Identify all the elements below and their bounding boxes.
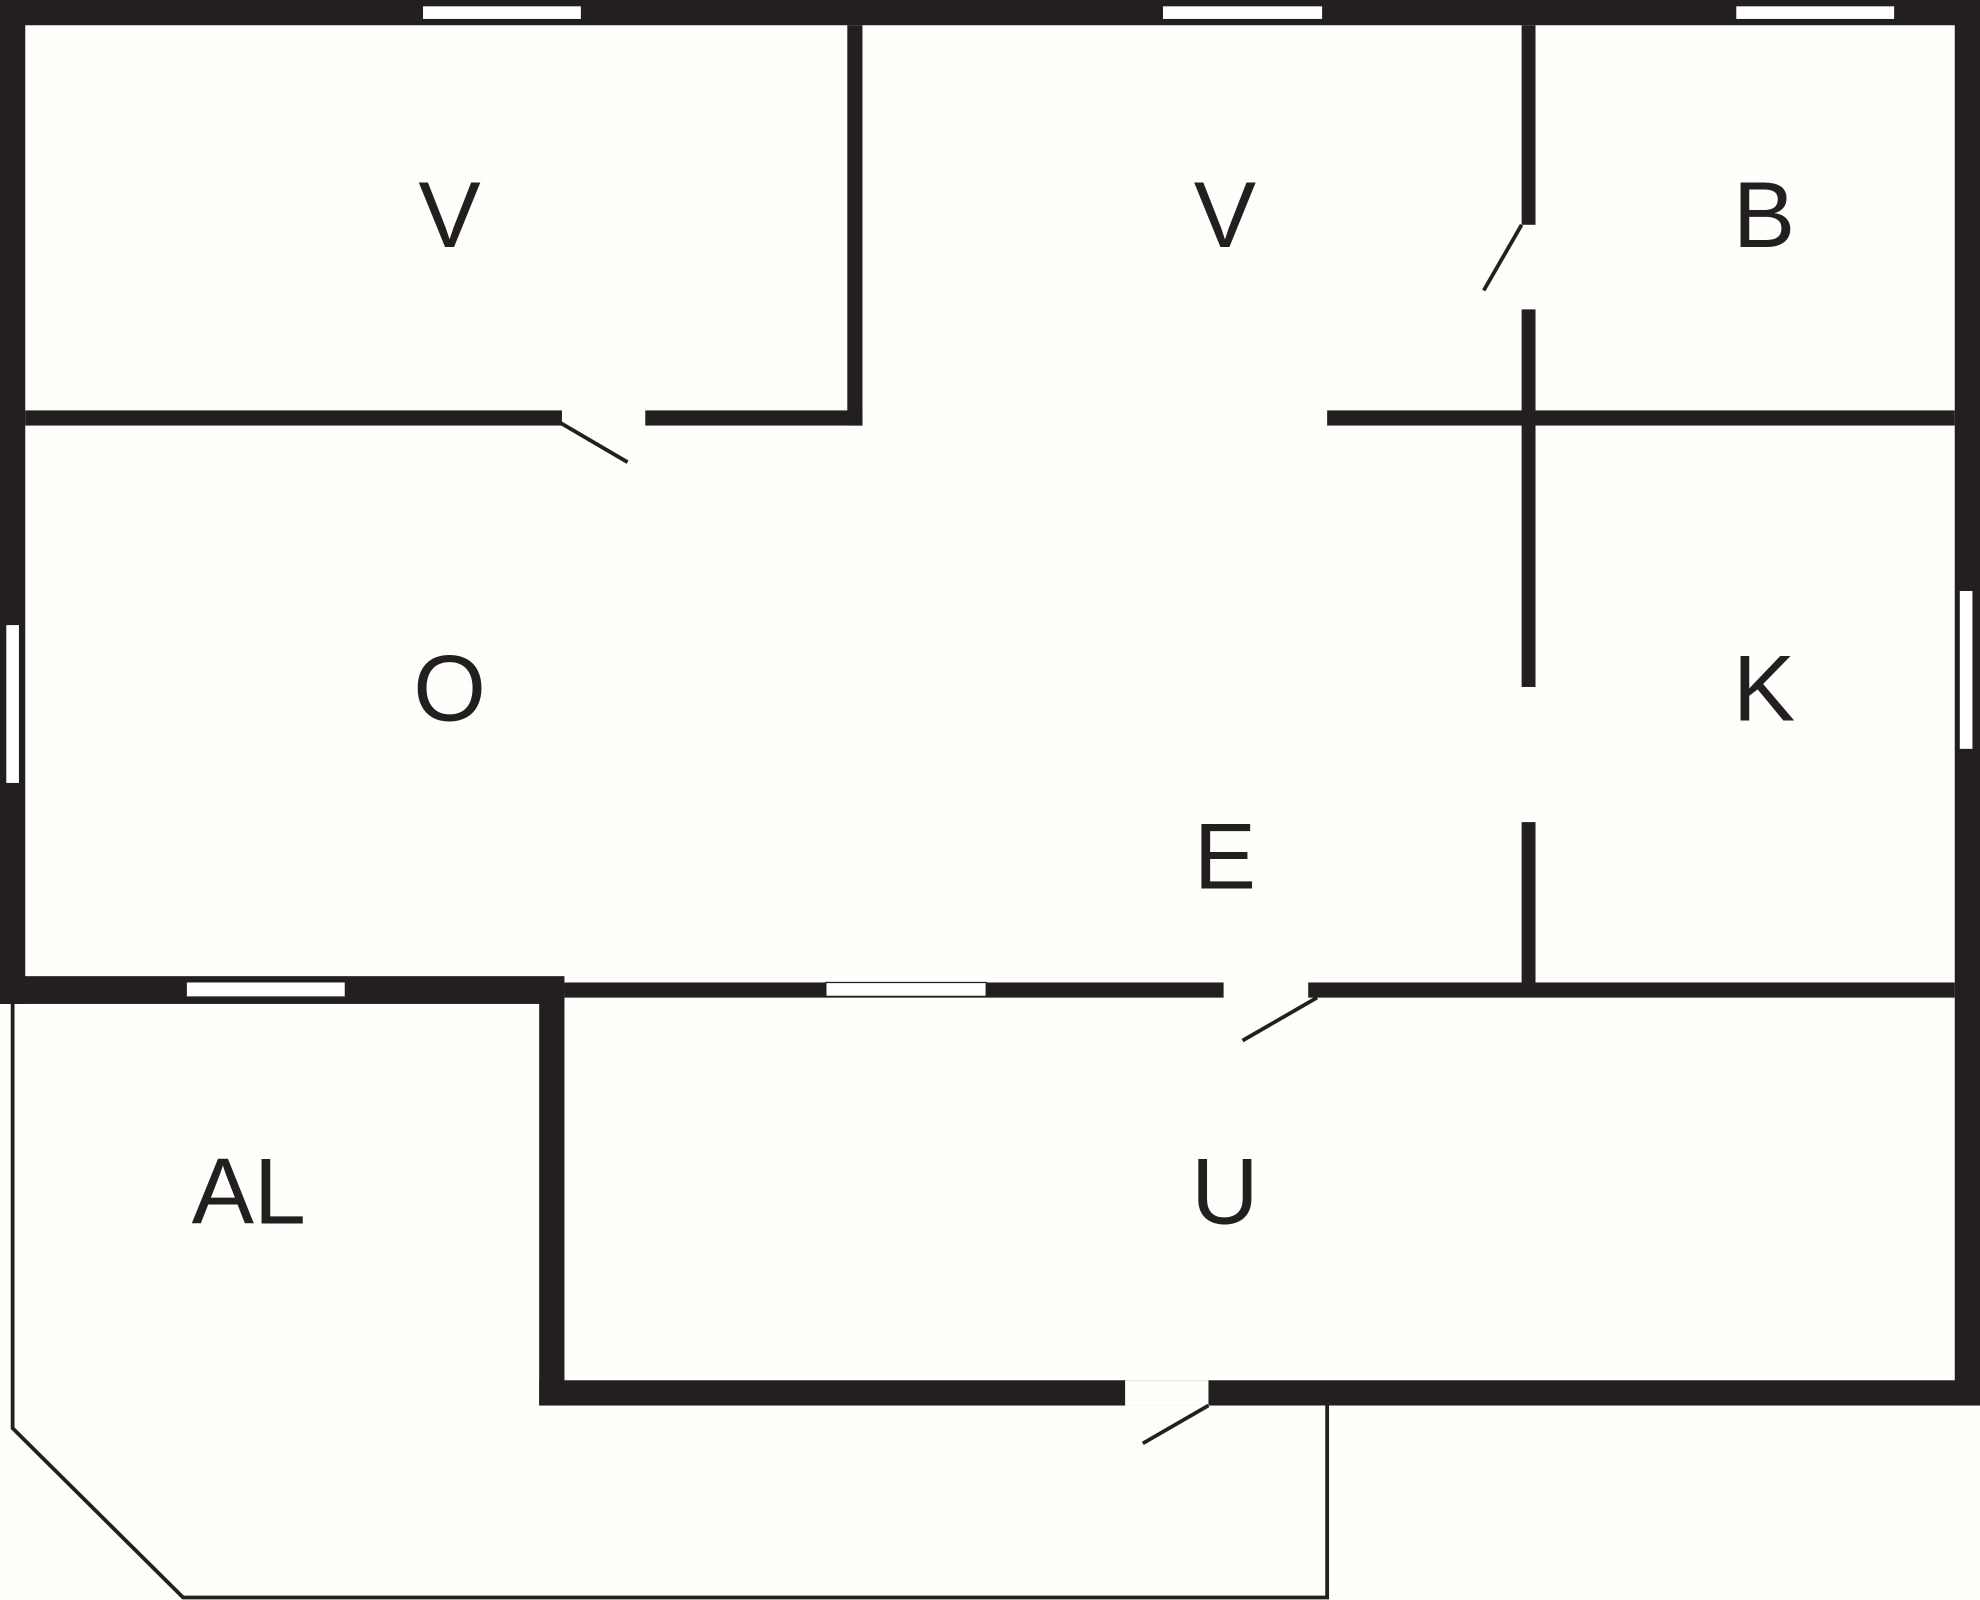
room-label-o: O <box>413 636 486 741</box>
wall-h1-b <box>645 410 863 426</box>
room-labels: V V B O K E AL U <box>192 162 1796 1243</box>
room-label-k: K <box>1733 636 1795 741</box>
room-label-b: B <box>1733 162 1795 267</box>
room-label-v-left: V <box>418 162 480 267</box>
window <box>6 625 19 783</box>
wall-u-bottom <box>539 1380 1980 1406</box>
door-swing <box>1241 995 1318 1043</box>
room-label-al: AL <box>192 1138 306 1243</box>
door-opening <box>1125 1380 1209 1406</box>
wall-vert-a <box>1521 25 1536 225</box>
window <box>186 982 345 997</box>
window <box>1959 591 1973 749</box>
door-swing <box>1141 1403 1210 1446</box>
room-label-e: E <box>1194 804 1256 909</box>
wall-vert-b <box>1521 309 1536 687</box>
wall-h2-b <box>1308 982 1955 998</box>
window <box>825 981 987 998</box>
wall-top <box>0 0 1980 26</box>
wall-h1-a <box>25 410 562 426</box>
window <box>423 6 581 19</box>
wall-vert-c <box>1521 822 1536 983</box>
windows <box>6 6 1973 1406</box>
room-label-u: U <box>1191 1138 1258 1243</box>
window <box>1736 6 1895 19</box>
wall-left <box>0 0 26 1004</box>
doors <box>559 223 1524 1446</box>
door-swing <box>559 421 629 464</box>
wall-h1-c <box>1327 410 1955 426</box>
window <box>1162 6 1323 19</box>
door-swing <box>1482 223 1524 292</box>
wall-v1-right <box>847 25 863 426</box>
wall-u-left <box>539 997 565 1406</box>
room-label-v-middle: V <box>1194 162 1256 267</box>
walls <box>0 0 1980 1406</box>
balcony-outline <box>10 1003 1330 1600</box>
